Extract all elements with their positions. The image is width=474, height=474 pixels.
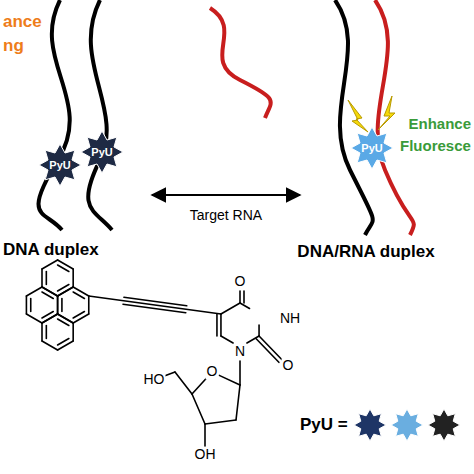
fluorophore-star: PyU: [38, 143, 82, 187]
arrow-label: Target RNA: [190, 208, 262, 223]
bond: [221, 336, 233, 343]
dna-strand: [335, 0, 373, 235]
lightning-bolt: [378, 96, 395, 130]
bond: [124, 297, 187, 306]
atom-label: OH: [194, 447, 217, 462]
bond: [205, 420, 236, 424]
bond: [219, 375, 240, 385]
bond: [41, 323, 43, 341]
bond: [89, 296, 221, 314]
bond: [58, 314, 74, 323]
effect-label: Fluoresce: [400, 138, 471, 155]
bond: [61, 299, 63, 312]
bond: [164, 372, 175, 376]
star-icon: [391, 409, 423, 441]
bond: [259, 336, 282, 360]
duplex-label: DNA duplex: [3, 241, 99, 260]
bond: [58, 260, 74, 269]
effect-label: Enhance: [408, 116, 471, 133]
bond: [192, 378, 207, 394]
atom-label: O: [234, 274, 247, 289]
atom-label: O: [206, 364, 219, 379]
bond: [239, 291, 241, 303]
atom-label: HO: [143, 372, 166, 387]
bond: [236, 385, 240, 420]
star-outline: [39, 144, 81, 186]
bond: [26, 296, 28, 314]
bond: [72, 269, 74, 287]
bond: [58, 285, 69, 292]
fluorophore-star: PyU: [350, 126, 394, 170]
bond: [256, 339, 279, 363]
lightning-bolt: [348, 100, 368, 132]
bond: [42, 287, 58, 296]
bond: [216, 314, 218, 336]
bond: [58, 314, 74, 323]
dna-strand: [88, 0, 112, 230]
bond: [57, 296, 59, 314]
bond: [88, 296, 90, 314]
bond: [46, 326, 48, 339]
bond: [58, 265, 69, 272]
bond: [204, 424, 206, 446]
bond: [73, 292, 84, 299]
bond: [42, 260, 58, 269]
bond: [42, 314, 58, 323]
bond: [123, 304, 186, 313]
bond: [26, 314, 42, 323]
bond: [175, 372, 192, 394]
bond: [58, 287, 74, 296]
dna-strand: [39, 0, 70, 230]
bond: [72, 323, 74, 341]
bond: [41, 269, 43, 287]
rna-strand: [210, 8, 271, 118]
bond: [46, 272, 48, 285]
bond: [243, 291, 245, 303]
star-icon: [428, 409, 460, 441]
bond: [26, 287, 42, 296]
bond: [73, 312, 84, 319]
bond: [221, 303, 240, 314]
bond: [57, 296, 59, 314]
atom-label: NH: [279, 311, 301, 326]
bond: [239, 361, 241, 385]
equilibrium-arrow: [152, 194, 300, 196]
fluorophore-star: PyU: [80, 130, 124, 174]
cropped-title: ng: [3, 37, 24, 56]
bond: [30, 299, 32, 312]
star-outline: [81, 131, 123, 173]
star-label: PyU: [361, 142, 382, 154]
star-icon: [354, 409, 386, 441]
rna-strand: [375, 0, 414, 235]
bond: [58, 339, 69, 346]
bond: [42, 287, 58, 296]
star-outline: [351, 127, 393, 169]
star-icons: [354, 409, 460, 441]
bond: [192, 394, 205, 424]
bond: [42, 314, 58, 323]
bond: [73, 287, 89, 296]
duplex-label: DNA/RNA duplex: [297, 243, 434, 262]
star-label: PyU: [91, 146, 112, 158]
bond: [258, 325, 260, 336]
bond: [58, 319, 69, 326]
bond: [220, 314, 222, 336]
atom-label: N: [234, 344, 246, 359]
bond: [240, 303, 250, 309]
bond: [58, 287, 74, 296]
symbol-definition: PyU =: [300, 416, 348, 435]
atom-label: O: [282, 358, 295, 373]
bond: [58, 341, 74, 350]
cropped-title: ance: [3, 13, 42, 32]
star-label: PyU: [49, 159, 70, 171]
bond: [73, 314, 89, 323]
bond: [42, 341, 58, 350]
chemical-structure: [26, 260, 281, 446]
